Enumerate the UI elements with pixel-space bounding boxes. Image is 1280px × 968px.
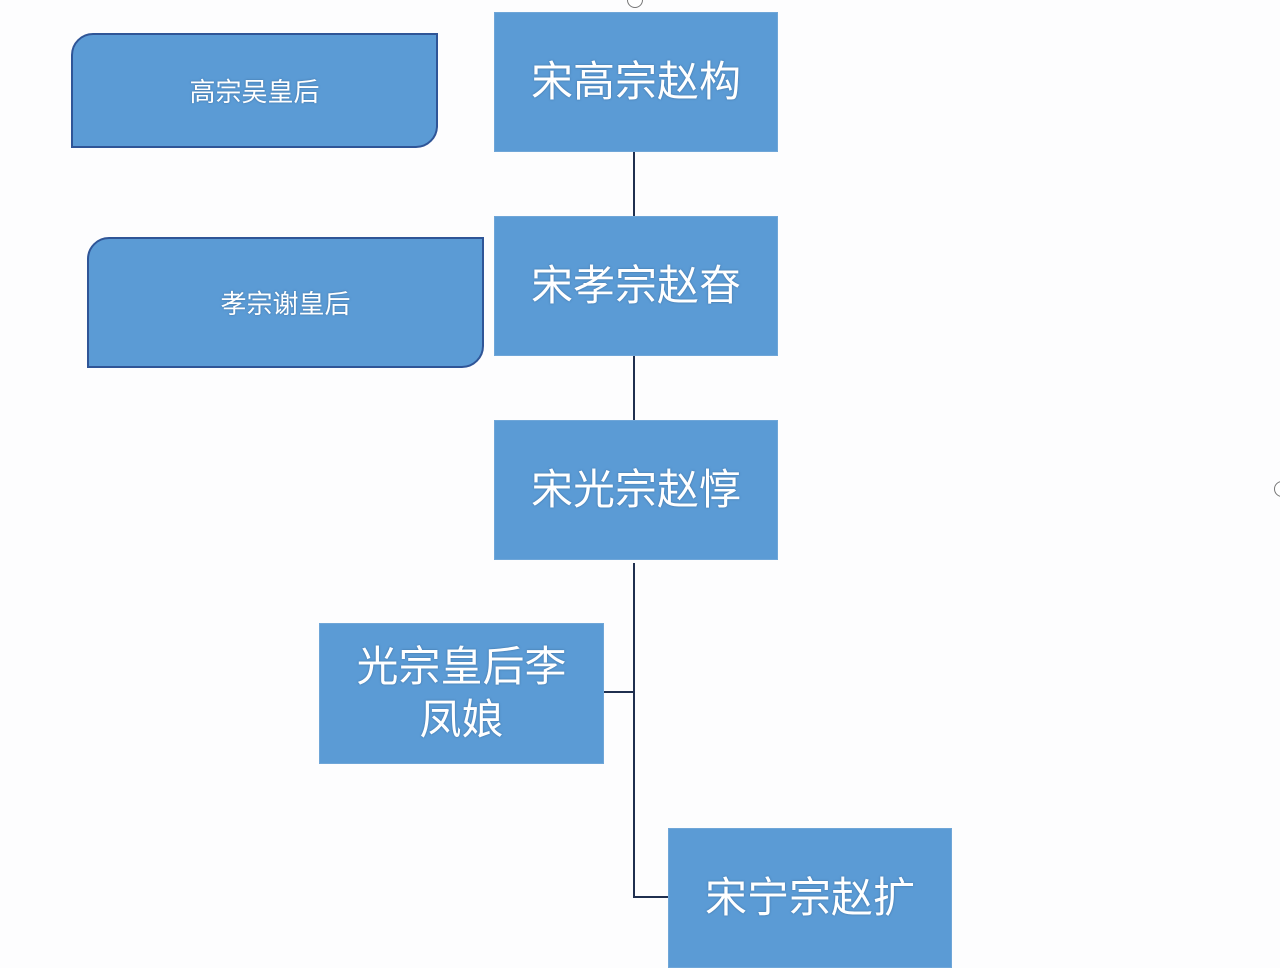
selection-handle-top[interactable] (627, 0, 643, 8)
connector-line (633, 152, 635, 216)
node-guangzong-empress[interactable]: 光宗皇后李凤娘 (319, 623, 604, 764)
node-guangzong[interactable]: 宋光宗赵惇 (494, 420, 778, 560)
connector-line (633, 356, 635, 420)
connector-line (603, 691, 634, 693)
spouse-node-gaozong-empress[interactable]: 高宗吴皇后 (71, 33, 438, 148)
spouse-node-xiaozong-empress[interactable]: 孝宗谢皇后 (87, 237, 484, 368)
node-xiaozong[interactable]: 宋孝宗赵昚 (494, 216, 778, 356)
node-ningzong[interactable]: 宋宁宗赵扩 (668, 828, 952, 968)
node-gaozong[interactable]: 宋高宗赵构 (494, 12, 778, 152)
connector-line (633, 563, 635, 898)
connector-line (633, 896, 668, 898)
selection-handle-right[interactable] (1274, 481, 1280, 497)
